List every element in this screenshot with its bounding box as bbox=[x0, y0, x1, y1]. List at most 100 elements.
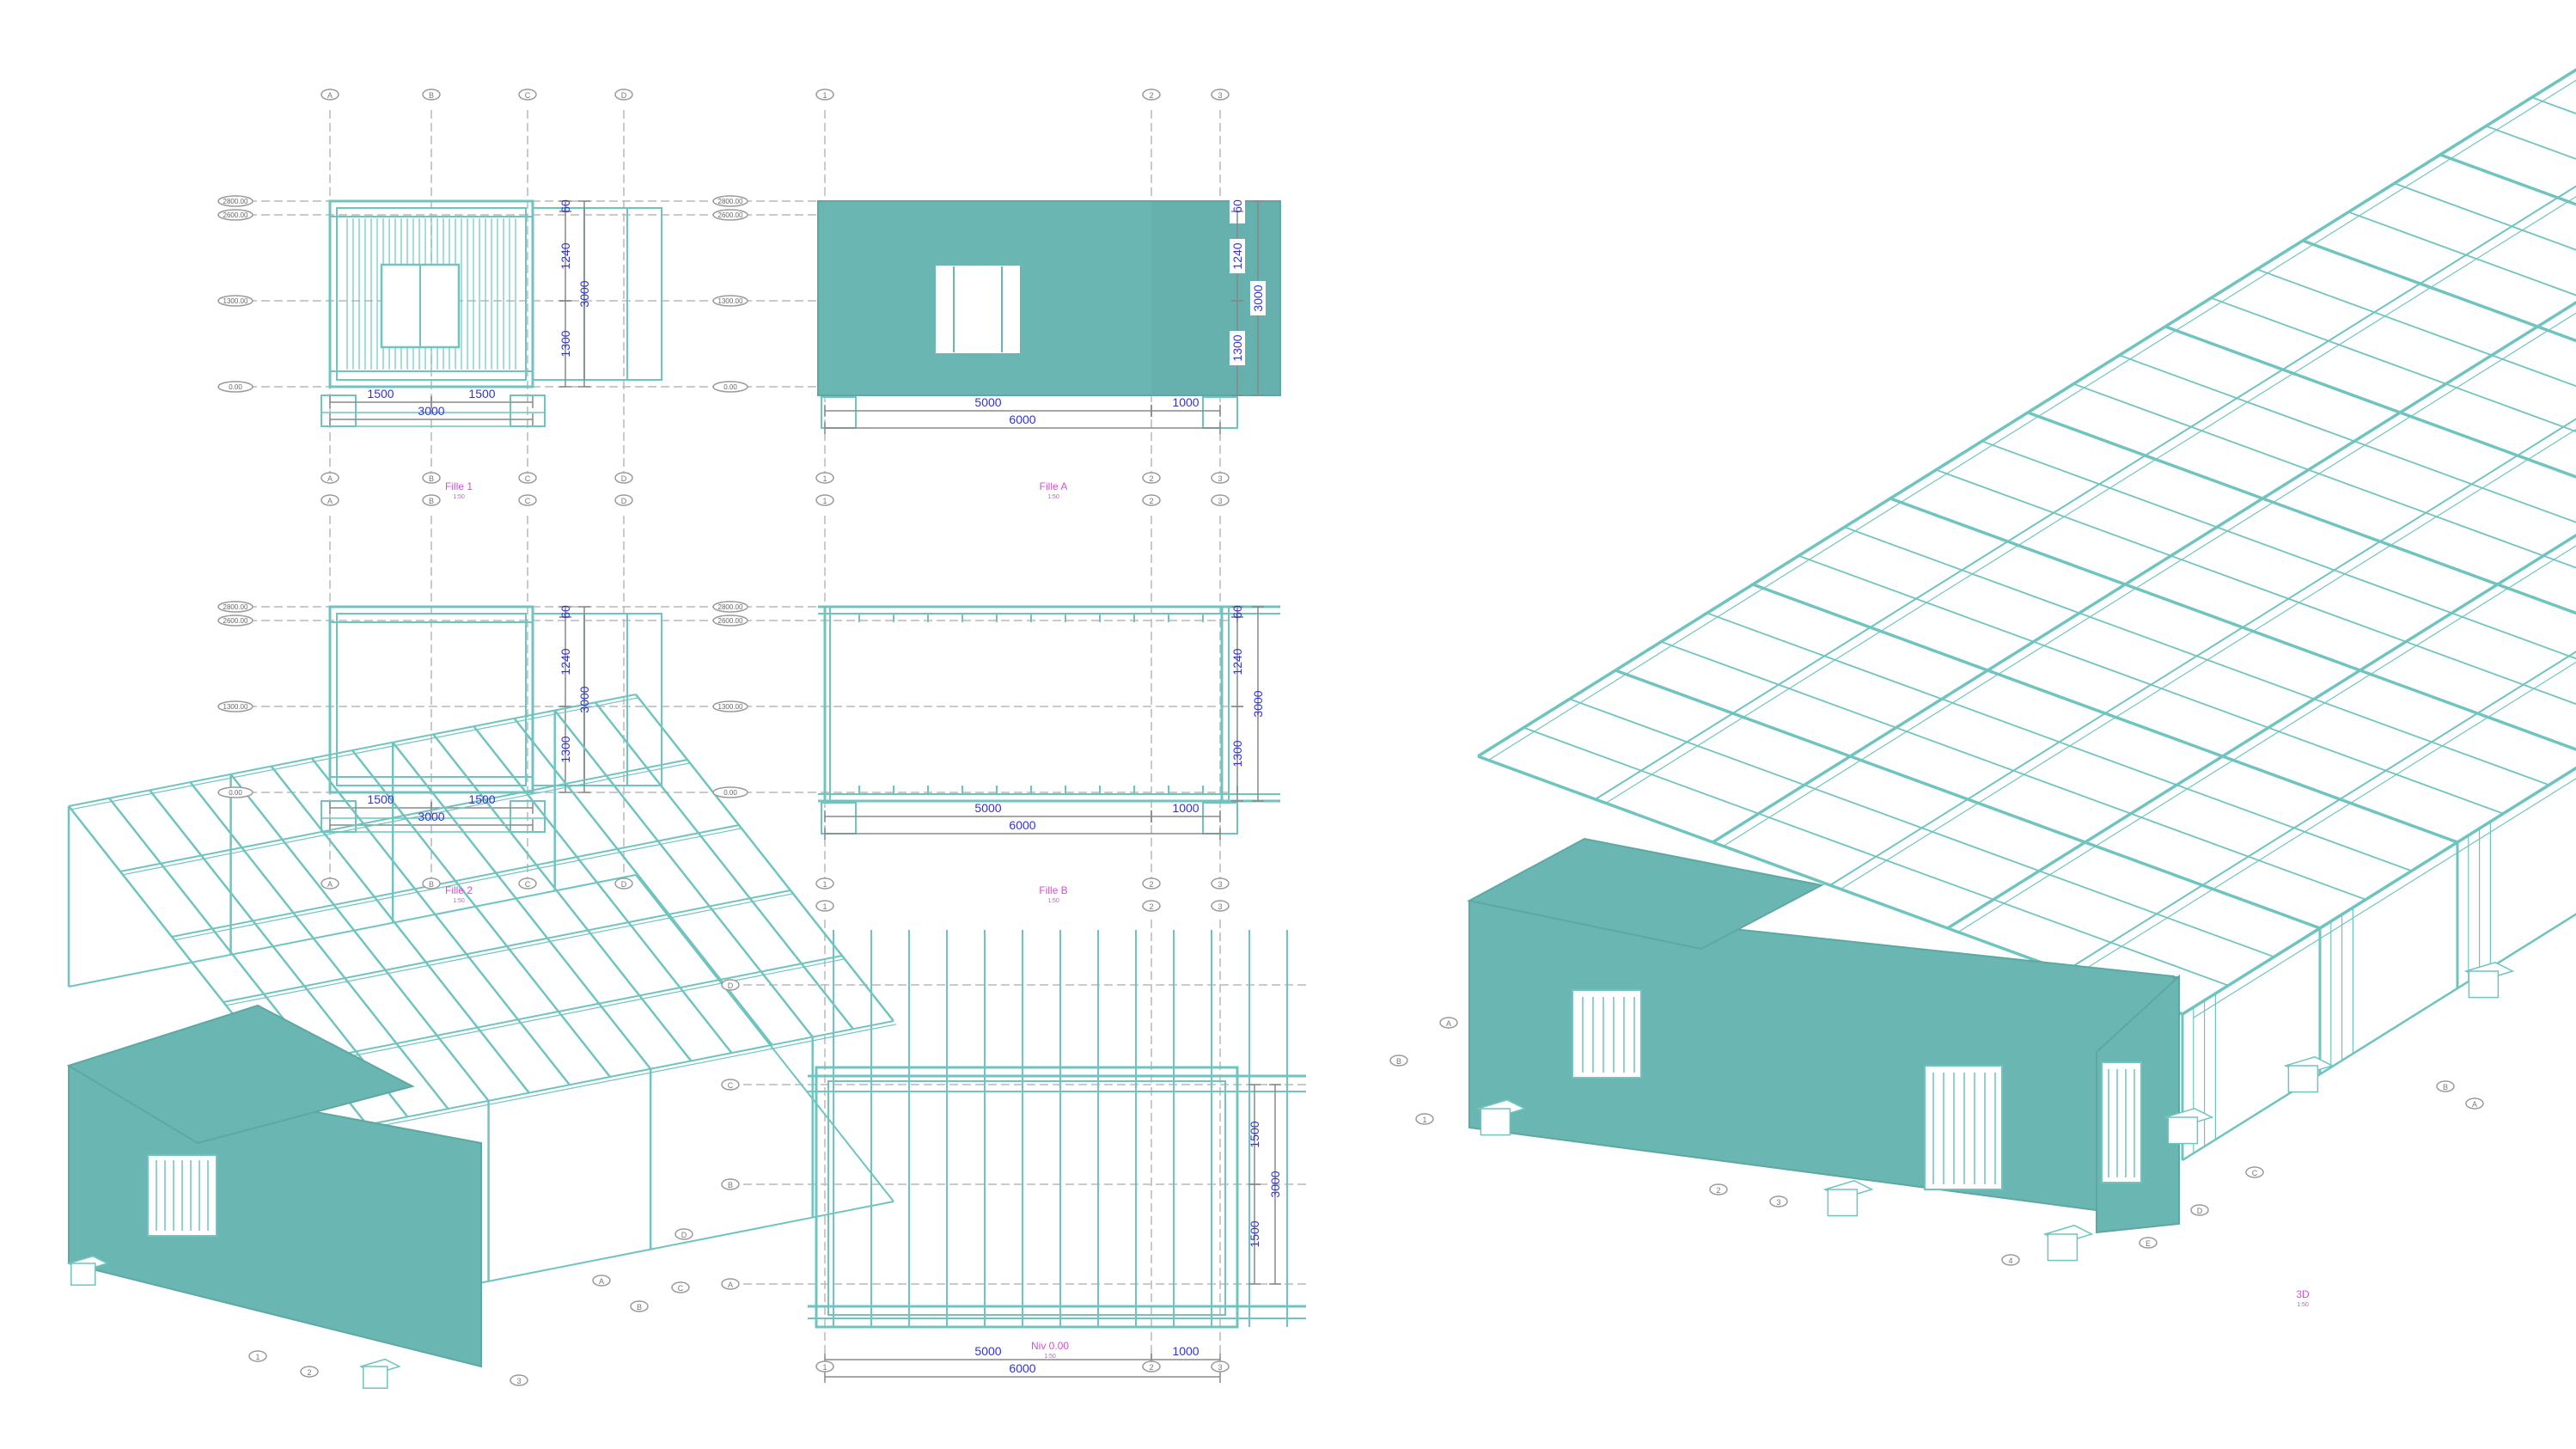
roof-joist bbox=[2182, 766, 2576, 1016]
grid-bubble bbox=[614, 89, 633, 101]
grid-bubble bbox=[248, 1350, 267, 1362]
ground-beam bbox=[320, 412, 546, 427]
grid-bubble bbox=[320, 877, 339, 890]
grid-bubble-label: A bbox=[599, 1277, 604, 1286]
wall-cladding-panel bbox=[817, 200, 1281, 396]
dimension-value: 6000 bbox=[1009, 818, 1035, 832]
grid-bubble bbox=[1211, 900, 1230, 912]
view-scale: 1:50 bbox=[1047, 898, 1059, 904]
roof-beam bbox=[1936, 468, 2576, 706]
foundation-pad bbox=[821, 396, 857, 429]
roof-beam bbox=[351, 749, 611, 1078]
foundation-pad bbox=[1827, 1189, 1859, 1217]
floor-frame-inner bbox=[827, 1080, 1226, 1316]
grid-bubble bbox=[721, 979, 740, 991]
dimension-value: 5000 bbox=[974, 1344, 1001, 1358]
roof-beam bbox=[432, 733, 693, 1062]
roof-beam bbox=[2073, 382, 2576, 569]
dimension-value: 6000 bbox=[1009, 1361, 1035, 1375]
dimension-value: 3000 bbox=[418, 810, 444, 823]
view-scale: 1:50 bbox=[1047, 494, 1059, 500]
roof-beam bbox=[2027, 411, 2576, 615]
level-value: 1300.00 bbox=[223, 703, 248, 711]
level-value: 0.00 bbox=[723, 789, 737, 797]
dimension-value: 1000 bbox=[1172, 801, 1199, 815]
grid-bubble-label: 1 bbox=[822, 474, 827, 483]
roof-beam bbox=[2486, 125, 2576, 160]
grid-bubble bbox=[320, 494, 339, 506]
side-extension bbox=[532, 207, 662, 381]
grid-bubble-label: 3 bbox=[1218, 91, 1222, 100]
grid-bubble-label: 1 bbox=[822, 880, 827, 889]
roof-joist-edge bbox=[1957, 545, 2576, 933]
view-title: Niv 0.00 bbox=[1031, 1340, 1069, 1352]
grid-bubble bbox=[630, 1300, 649, 1312]
grid-bubble bbox=[518, 89, 537, 101]
foundation-pad bbox=[2468, 970, 2500, 999]
floor-beam bbox=[68, 874, 637, 987]
grid-bubble-label: 1 bbox=[822, 91, 827, 100]
dimension-label-box bbox=[1230, 189, 1245, 223]
grid-bubble-label: 1 bbox=[1422, 1116, 1426, 1124]
grid-bubble-label: 2 bbox=[1149, 902, 1153, 911]
grid-bubble bbox=[1142, 472, 1161, 484]
dimension-value: 1300 bbox=[559, 330, 572, 357]
dimension-label-box bbox=[1230, 331, 1245, 365]
foundation-pad bbox=[2047, 1233, 2079, 1262]
roof-joist-edge bbox=[70, 697, 639, 810]
grid-bubble-label: B bbox=[1396, 1057, 1401, 1066]
level-marker bbox=[712, 381, 748, 393]
level-value: 1300.00 bbox=[718, 297, 743, 305]
view-title: Fille 2 bbox=[445, 884, 473, 896]
roof-beam bbox=[473, 725, 733, 1054]
level-marker bbox=[217, 601, 253, 613]
grid-bubble bbox=[1211, 1360, 1230, 1373]
roof-beam bbox=[2302, 239, 2576, 343]
grid-bubble bbox=[1211, 472, 1230, 484]
grid-bubble bbox=[815, 494, 834, 506]
grid-bubble-label: C bbox=[678, 1284, 684, 1293]
level-value: 2600.00 bbox=[223, 211, 248, 219]
view-title: Fille A bbox=[1040, 480, 1068, 492]
grid-bubble-label: 3 bbox=[516, 1377, 521, 1385]
roof-joist-edge bbox=[328, 1024, 897, 1137]
grid-bubble bbox=[1769, 1195, 1788, 1208]
grid-bubble bbox=[614, 877, 633, 890]
roof-joist bbox=[1829, 418, 2576, 886]
grid-bubble-label: 2 bbox=[1149, 91, 1153, 100]
grid-bubble-label: E bbox=[2146, 1239, 2151, 1248]
level-value: 2800.00 bbox=[718, 198, 743, 205]
level-value: 2600.00 bbox=[223, 617, 248, 625]
dimension-value: 1240 bbox=[559, 648, 572, 675]
grid-bubble-label: D bbox=[621, 880, 627, 889]
dimension-value: 60 bbox=[559, 605, 572, 619]
grid-bubble-label: 2 bbox=[1149, 497, 1153, 505]
level-value: 1300.00 bbox=[223, 297, 248, 305]
grid-bubble bbox=[2436, 1080, 2455, 1092]
roof-cladding-panel bbox=[66, 1004, 415, 1145]
foundation-pad bbox=[320, 394, 357, 427]
grid-bubble-label: C bbox=[525, 91, 531, 100]
view-title: Fille B bbox=[1039, 884, 1067, 896]
roof-joist-edge bbox=[1840, 428, 2576, 890]
grid-bubble-label: 3 bbox=[1218, 902, 1222, 911]
grid-bubble-label: 1 bbox=[822, 497, 827, 505]
grid-bubble-label: 3 bbox=[1218, 474, 1222, 483]
grid-bubble bbox=[1211, 89, 1230, 101]
grid-bubble-label: 3 bbox=[1218, 880, 1222, 889]
roof-joist bbox=[171, 824, 740, 938]
wall-cladding-panel bbox=[68, 1064, 482, 1368]
dimension-value: 1300 bbox=[1230, 740, 1244, 767]
roof-beam bbox=[513, 718, 773, 1046]
level-marker bbox=[712, 295, 748, 307]
foundation-pad bbox=[2287, 1065, 2319, 1093]
grid-bubble-label: 1 bbox=[822, 1363, 827, 1372]
dimension-value: 1000 bbox=[1172, 395, 1199, 409]
grid-bubble bbox=[1142, 494, 1161, 506]
roof-beam bbox=[2256, 268, 2576, 388]
grid-bubble bbox=[422, 472, 441, 484]
roof-joist-edge bbox=[225, 893, 794, 1006]
